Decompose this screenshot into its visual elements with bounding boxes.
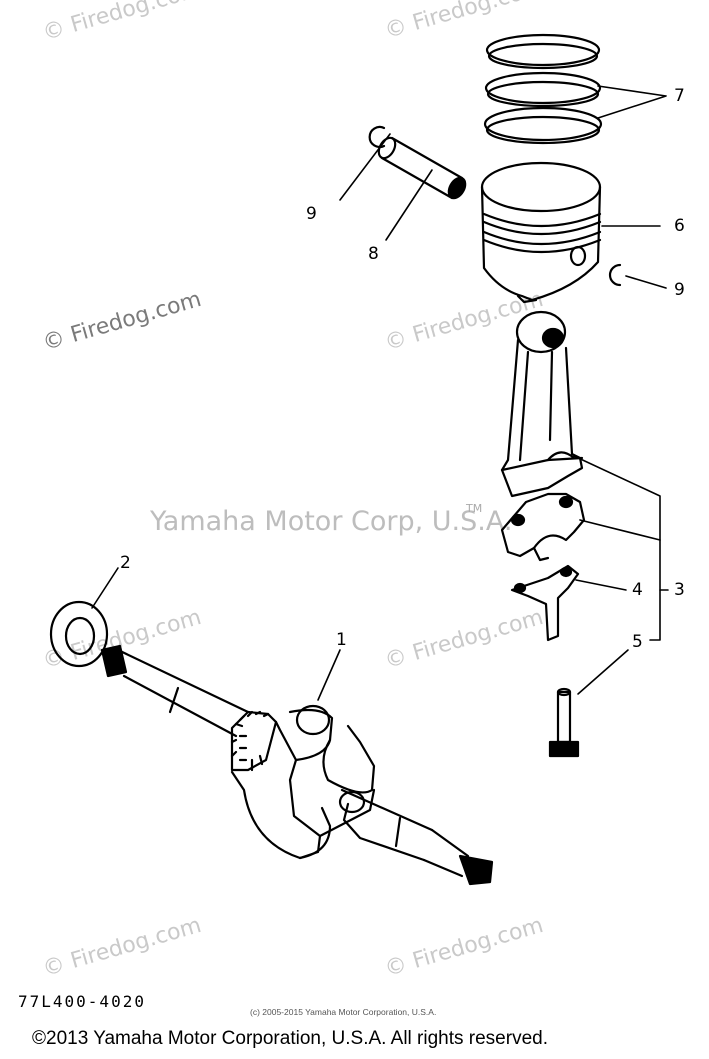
lock-washer	[510, 564, 580, 642]
watermark-center: Yamaha Motor Corp, U.S.A.	[150, 506, 513, 537]
callout-2: 2	[120, 553, 131, 573]
callout-1: 1	[336, 630, 347, 650]
part-diagram-code: 77L400-4020	[18, 992, 146, 1011]
callout-5: 5	[632, 632, 643, 652]
rod-bolt	[548, 687, 580, 758]
callout-9-left: 9	[306, 204, 317, 224]
piston-pin	[377, 136, 467, 200]
callout-8: 8	[368, 244, 379, 264]
connecting-rod	[500, 310, 584, 498]
small-copyright: (c) 2005-2015 Yamaha Motor Corporation, …	[250, 1007, 437, 1017]
leader-lines	[91, 85, 669, 701]
piston	[480, 161, 602, 304]
thrust-washer	[49, 600, 109, 668]
callout-7: 7	[674, 86, 685, 106]
piston-rings	[483, 33, 603, 145]
crankshaft	[100, 644, 494, 886]
callout-4: 4	[632, 580, 643, 600]
callout-9-right: 9	[674, 280, 685, 300]
callout-6: 6	[674, 216, 685, 236]
rod-cap	[500, 492, 586, 562]
watermark-tm: TM	[466, 502, 483, 515]
callout-3: 3	[674, 580, 685, 600]
circlip-left	[368, 125, 386, 149]
circlip-right	[608, 263, 622, 287]
footer-copyright: ©2013 Yamaha Motor Corporation, U.S.A. A…	[32, 1028, 548, 1049]
